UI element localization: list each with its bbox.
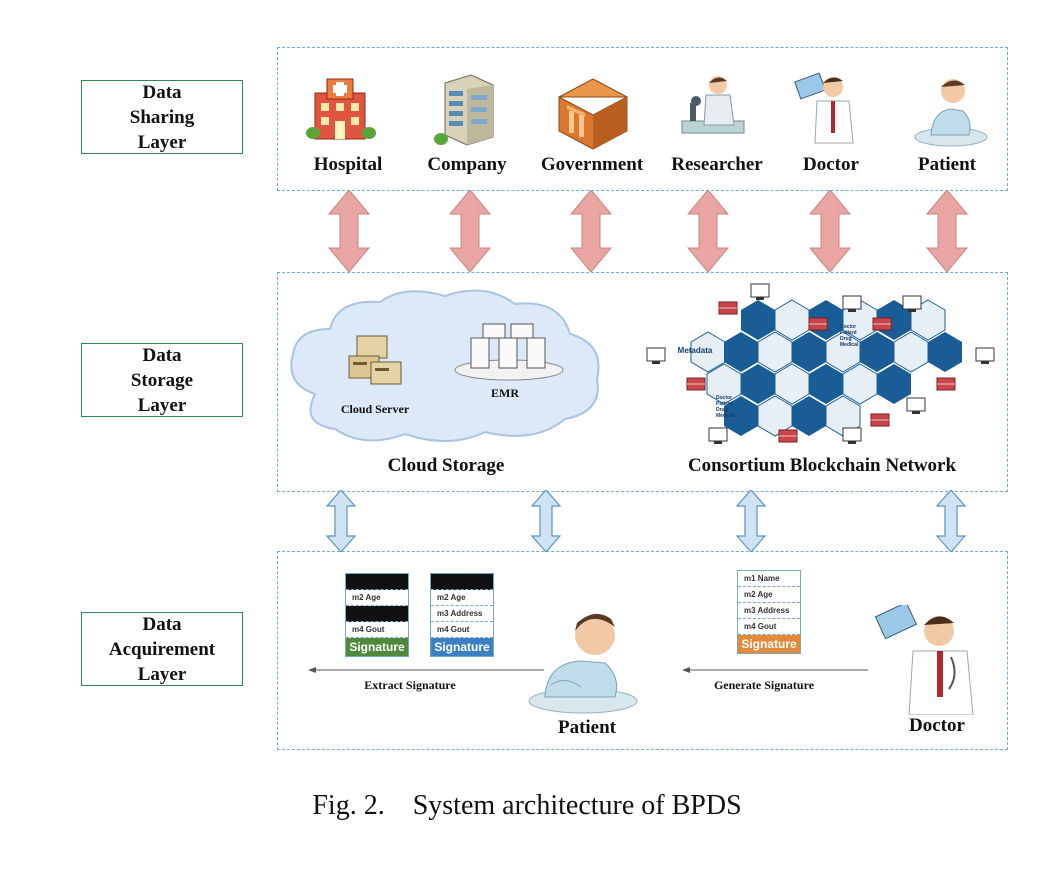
record-line: Patient — [716, 401, 733, 407]
doc-row: m2 Age — [738, 587, 800, 603]
monitor-icon — [842, 427, 862, 445]
emr-label: EMR — [491, 386, 519, 400]
emr-server-icon — [454, 323, 564, 381]
doc-row: m1 Name — [738, 571, 800, 587]
doc-row-redacted — [346, 574, 408, 590]
firewall-icon — [778, 429, 798, 443]
firewall-icon — [808, 317, 828, 331]
layer-label-storage-text: Data Storage Layer — [130, 344, 194, 416]
doc-row: m3 Address — [738, 603, 800, 619]
signature-bar: Signature — [346, 638, 408, 656]
doctor-icon — [794, 72, 854, 144]
double-arrow-icon — [687, 190, 729, 272]
double-arrow-icon — [326, 490, 356, 552]
doc-row: m2 Age — [346, 590, 408, 606]
researcher-icon — [681, 76, 745, 134]
actor-patient: Patient — [917, 154, 977, 175]
layer-label-sharing-text: Data Sharing Layer — [129, 81, 195, 153]
figure-number: Fig. 2. — [312, 790, 385, 821]
double-arrow-icon — [531, 490, 561, 552]
firewall-icon — [936, 377, 956, 391]
storage-acquirement-arrows — [326, 490, 966, 552]
figure-caption-text: System architecture of BPDS — [412, 790, 742, 821]
monitor-icon — [708, 427, 728, 445]
actor-researcher: Researcher — [671, 154, 763, 175]
firewall-icon — [872, 317, 892, 331]
doc-row-redacted — [431, 574, 493, 590]
layer-label-acquirement: Data Acquirement Layer — [81, 612, 243, 686]
cloud-server-icon — [348, 335, 402, 385]
doc-row-redacted — [346, 606, 408, 622]
record-line: Patient — [840, 330, 857, 336]
actor-company: Company — [427, 154, 507, 175]
government-icon — [558, 78, 628, 150]
record-line: Drug — [840, 336, 852, 342]
double-arrow-icon — [926, 190, 968, 272]
record-block-upper: Doctor Patient Drug Medical — [840, 324, 872, 348]
double-arrow-icon — [936, 490, 966, 552]
cloud-server-label: Cloud Server — [340, 402, 410, 416]
firewall-icon — [718, 301, 738, 315]
sharing-layer-box — [277, 47, 1008, 191]
record-line: Doctor — [716, 395, 733, 401]
record-line: Medical — [840, 342, 859, 348]
signature-bar: Signature — [738, 635, 800, 653]
acquirement-patient-label: Patient — [557, 717, 617, 738]
actor-doctor: Doctor — [803, 154, 859, 175]
cloud-storage-title: Cloud Storage — [387, 455, 505, 476]
doc-row: m4 Gout — [431, 622, 493, 638]
double-arrow-icon — [570, 190, 612, 272]
double-arrow-icon — [809, 190, 851, 272]
record-block-lower: Doctor Patient Drug Medical — [716, 395, 748, 419]
actor-hospital: Hospital — [313, 154, 383, 175]
monitor-icon — [646, 347, 666, 365]
blockchain-network-graphic — [646, 283, 995, 445]
flow-arrows — [308, 667, 868, 673]
sharing-storage-arrows — [328, 190, 968, 272]
signed-document-generated: m1 Name m2 Age m3 Address m4 Gout Signat… — [737, 570, 801, 654]
acquirement-figures — [528, 605, 974, 715]
layer-label-storage: Data Storage Layer — [81, 343, 243, 417]
firewall-icon — [870, 413, 890, 427]
doc-row: m4 Gout — [738, 619, 800, 635]
generate-signature-label: Generate Signature — [713, 678, 815, 692]
cloud-storage-graphic — [290, 289, 600, 442]
doctor-figure-icon — [874, 605, 974, 715]
metadata-label: Metadata — [677, 346, 713, 355]
monitor-icon — [975, 347, 995, 365]
patient-icon — [914, 79, 988, 147]
arrowhead-left-icon — [308, 667, 316, 673]
record-line: Medical — [716, 413, 735, 419]
actor-government: Government — [540, 154, 644, 175]
company-icon — [434, 74, 494, 146]
patient-figure-icon — [528, 613, 638, 714]
arrowhead-left-icon — [682, 667, 690, 673]
monitor-icon — [906, 397, 926, 415]
blockchain-title: Consortium Blockchain Network — [687, 455, 957, 476]
double-arrow-icon — [449, 190, 491, 272]
monitor-icon — [750, 283, 770, 301]
extract-signature-label: Extract Signature — [364, 678, 456, 692]
figure-caption: Fig. 2. System architecture of BPDS — [0, 790, 1054, 822]
doc-row: m3 Address — [431, 606, 493, 622]
doc-row: m2 Age — [431, 590, 493, 606]
signed-document-extracted-2: m2 Age m3 Address m4 Gout Signature — [430, 573, 494, 657]
hospital-icon — [306, 78, 376, 140]
record-line: Doctor — [840, 324, 857, 330]
firewall-icon — [686, 377, 706, 391]
record-line: Drug — [716, 407, 728, 413]
double-arrow-icon — [328, 190, 370, 272]
sharing-icons — [306, 72, 988, 150]
signed-document-extracted-1: m2 Age m4 Gout Signature — [345, 573, 409, 657]
layer-label-sharing: Data Sharing Layer — [81, 80, 243, 154]
signature-bar: Signature — [431, 638, 493, 656]
layer-label-acquirement-text: Data Acquirement Layer — [108, 613, 216, 685]
acquirement-doctor-label: Doctor — [909, 715, 965, 736]
doc-row: m4 Gout — [346, 622, 408, 638]
double-arrow-icon — [736, 490, 766, 552]
